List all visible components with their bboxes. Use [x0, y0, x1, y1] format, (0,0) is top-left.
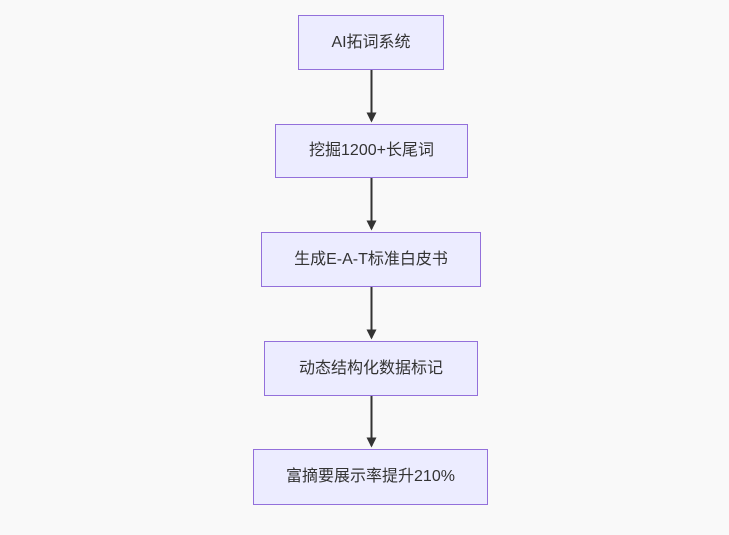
- flow-node-dynamic-structured-data-markup: 动态结构化数据标记: [264, 341, 478, 396]
- flow-node-ai-word-expansion-system: AI拓词系统: [298, 15, 444, 70]
- flow-node-generate-eat-whitepaper: 生成E-A-T标准白皮书: [261, 232, 481, 287]
- flow-node-rich-snippet-rate-increase: 富摘要展示率提升210%: [253, 449, 488, 505]
- flow-node-mine-longtail-keywords: 挖掘1200+长尾词: [275, 124, 468, 178]
